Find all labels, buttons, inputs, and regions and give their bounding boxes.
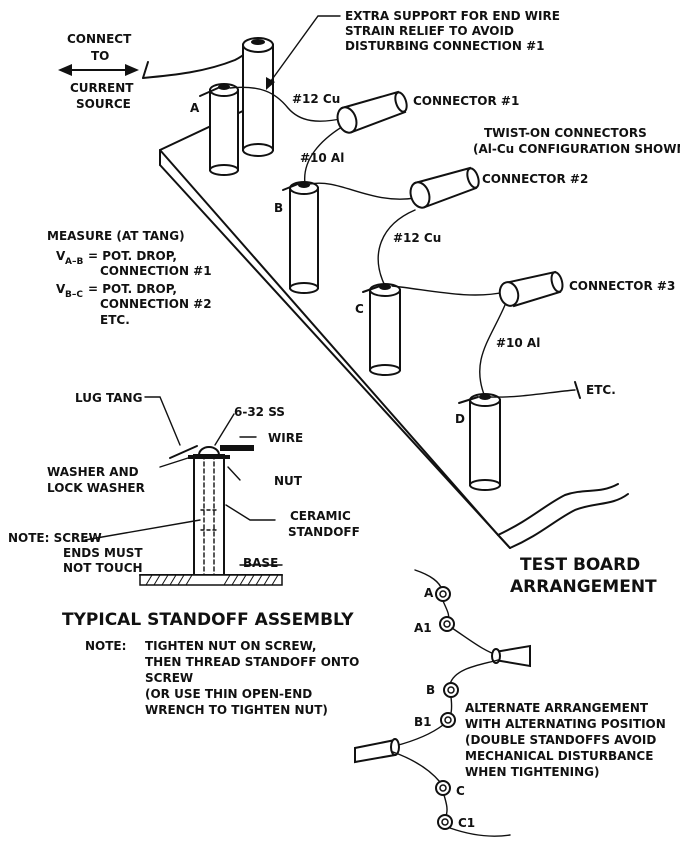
alt-b1-label: B1 [414, 715, 432, 729]
wire-label: WIRE [268, 431, 303, 445]
alternate-line-4: MECHANICAL DISTURBANCE [465, 749, 653, 763]
note2-line-2: THEN THREAD STANDOFF ONTO [145, 655, 359, 669]
standoff-support [242, 37, 274, 157]
vab-v: V [56, 249, 66, 263]
extra-support-leader [266, 15, 341, 90]
connector-1-label: CONNECTOR #1 [413, 94, 519, 108]
alt-a-label: A [424, 586, 434, 600]
note-screw-1: NOTE: SCREW [8, 531, 102, 545]
vbc-v: V [56, 282, 66, 296]
standoff-b-label: B [274, 201, 283, 215]
alternate-arrangement-drawing [354, 569, 531, 837]
wire-12cu-label-2: #12 Cu [393, 231, 441, 245]
standoff-assembly-drawing [139, 445, 283, 586]
screw-label: 6-32 SS [234, 405, 285, 419]
standoff-d [469, 393, 501, 491]
assembly-leaders [84, 396, 283, 566]
alternate-line-2: WITH ALTERNATING POSITION [465, 717, 666, 731]
ceramic-label-2: STANDOFF [288, 525, 360, 539]
vbc-subscript: B–C [65, 290, 83, 300]
test-board-title-2: ARRANGEMENT [510, 577, 657, 597]
standoff-d-label: D [455, 412, 465, 426]
alternate-line-5: WHEN TIGHTENING) [465, 765, 600, 779]
test-board [159, 109, 629, 549]
wire-12cu-label-1: #12 Cu [292, 92, 340, 106]
vbc-text: = POT. DROP, [88, 282, 177, 296]
twist-on-label-2: (Al-Cu CONFIGURATION SHOWN) [473, 142, 680, 156]
note2-line-1: TIGHTEN NUT ON SCREW, [145, 639, 316, 653]
alt-a1-label: A1 [414, 621, 432, 635]
standoff-a [209, 83, 239, 176]
note-screw-3: NOT TOUCH [63, 561, 143, 575]
connect-label: CONNECT [67, 32, 132, 46]
alternate-line-1: ALTERNATE ARRANGEMENT [465, 701, 649, 715]
base-label: BASE [243, 556, 278, 570]
current-label: CURRENT [70, 81, 134, 95]
alternate-line-3: (DOUBLE STANDOFFS AVOID [465, 733, 656, 747]
connect-to-label: TO [91, 49, 109, 63]
ceramic-label-1: CERAMIC [290, 509, 351, 523]
twist-on-label-1: TWIST-ON CONNECTORS [484, 126, 647, 140]
connector-3 [498, 270, 564, 308]
current-source-arrow [58, 41, 259, 79]
lug-tang-label: LUG TANG [75, 391, 142, 405]
alt-b-label: B [426, 683, 435, 697]
standoff-b [289, 181, 319, 294]
washer-label-1: WASHER AND [47, 465, 139, 479]
wires [229, 86, 581, 399]
lug-tangs [199, 87, 479, 404]
vab-text: = POT. DROP, [88, 249, 177, 263]
measure-title: MEASURE (AT TANG) [47, 229, 185, 243]
extra-support-line-1: EXTRA SUPPORT FOR END WIRE [345, 9, 560, 23]
note2-line-3: SCREW [145, 671, 193, 685]
connector-1 [336, 90, 408, 134]
vab-subscript: A–B [65, 257, 83, 267]
vbc-text-2: CONNECTION #2 [100, 297, 212, 311]
alt-c1-label: C1 [458, 816, 475, 830]
note2-line-5: WRENCH TO TIGHTEN NUT) [145, 703, 328, 717]
etc-label: ETC. [586, 383, 616, 397]
note2-label: NOTE: [85, 639, 126, 653]
connector-3-label: CONNECTOR #3 [569, 279, 675, 293]
connector-2-label: CONNECTOR #2 [482, 172, 588, 186]
extra-support-line-2: STRAIN RELIEF TO AVOID [345, 24, 514, 38]
test-board-title-1: TEST BOARD [520, 555, 640, 575]
standoff-c-label: C [355, 302, 364, 316]
wire-10al-label-1: #10 Al [300, 151, 344, 165]
note2-line-4: (OR USE THIN OPEN-END [145, 687, 312, 701]
washer-label-2: LOCK WASHER [47, 481, 145, 495]
vab-text-2: CONNECTION #1 [100, 264, 212, 278]
alt-c-label: C [456, 784, 465, 798]
vbc-text-3: ETC. [100, 313, 130, 327]
nut-label: NUT [274, 474, 303, 488]
source-label: SOURCE [76, 97, 131, 111]
note-screw-2: ENDS MUST [63, 546, 143, 560]
typical-standoff-title: TYPICAL STANDOFF ASSEMBLY [62, 610, 354, 630]
extra-support-line-3: DISTURBING CONNECTION #1 [345, 39, 545, 53]
standoff-c [369, 283, 401, 376]
connector-2 [409, 166, 480, 209]
wire-10al-label-2: #10 Al [496, 336, 540, 350]
standoff-a-label: A [190, 101, 200, 115]
